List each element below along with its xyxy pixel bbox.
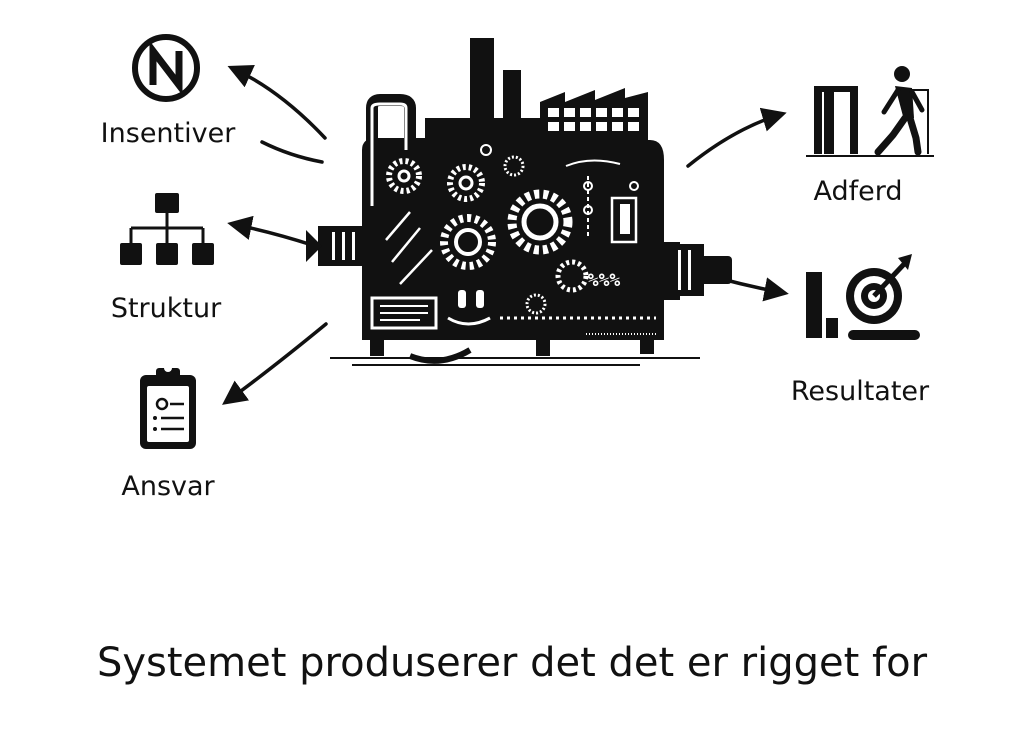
label-incentives: Insentiver: [100, 118, 236, 149]
target-bar-chart-icon: [806, 254, 920, 340]
arrow-to-structure: [227, 215, 314, 247]
arrow-to-incentives: [227, 65, 327, 140]
label-results: Resultater: [790, 376, 930, 407]
label-structure: Struktur: [110, 293, 222, 324]
diagram-canvas: %%%: [120, 34, 934, 449]
n-circle-icon: [132, 34, 200, 102]
label-behavior: Adferd: [813, 176, 903, 207]
caption: Systemet produserer det det er rigget fo…: [96, 640, 928, 686]
label-responsibility: Ansvar: [121, 471, 215, 502]
org-chart-icon: [120, 193, 214, 265]
person-walking-through-door-icon: [806, 66, 934, 157]
arrow-incentives-curve: [260, 140, 324, 164]
clipboard-icon: [140, 364, 196, 449]
arrow-to-behavior: [686, 107, 787, 168]
factory-machine-icon: %%%: [306, 38, 732, 366]
arrow-to-responsibility: [222, 322, 328, 405]
machine-panel-text: %%%: [588, 270, 621, 291]
